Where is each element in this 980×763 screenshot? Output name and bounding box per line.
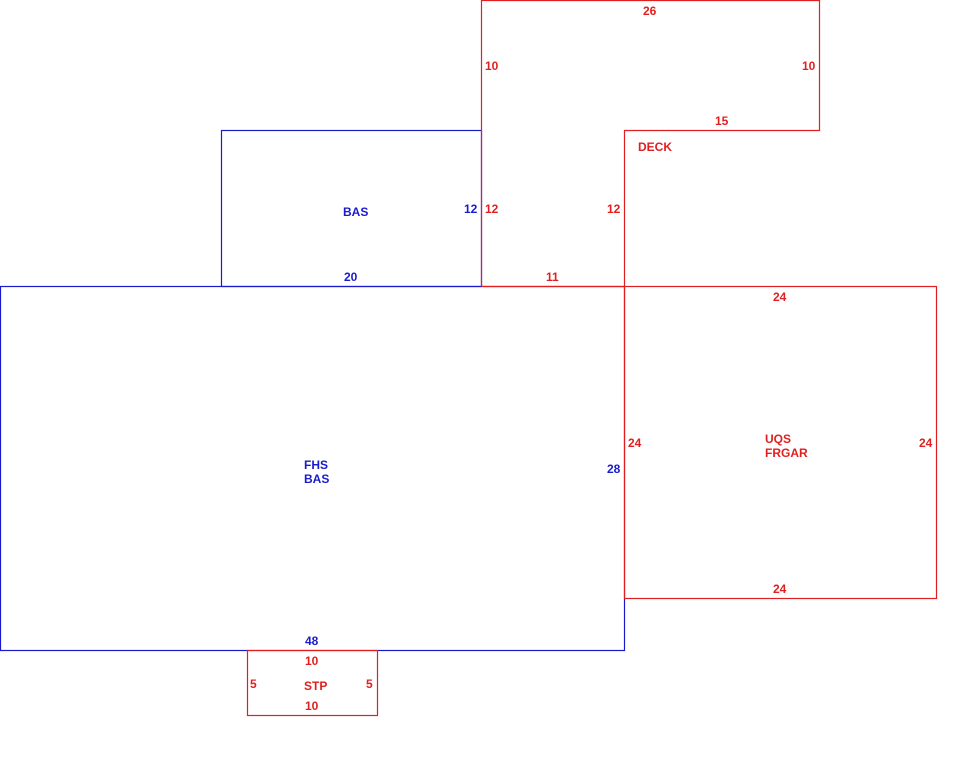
garage-right-dimension: 24: [919, 436, 933, 450]
main-right-dimension: 28: [607, 462, 621, 476]
garage-outline: [623, 285, 938, 600]
garage-bottom-dimension: 24: [773, 582, 787, 596]
deck-right-lower-dimension: 12: [607, 202, 621, 216]
stoop-bottom-dimension: 10: [305, 699, 319, 713]
garage-label-line1: UQS: [765, 432, 791, 446]
deck-left-upper-dimension: 10: [485, 59, 499, 73]
garage-left-dimension: 24: [628, 436, 642, 450]
deck-left-lower-dimension: 12: [485, 202, 499, 216]
main-label-line1: FHS: [304, 458, 328, 472]
garage-top-dimension: 24: [773, 290, 787, 304]
deck-label: DECK: [638, 140, 672, 154]
deck-inner-top-dimension: 15: [715, 114, 729, 128]
stoop-top-dimension: 10: [305, 654, 319, 668]
deck-outline: [480, 0, 821, 287]
main-bottom-dimension: 48: [305, 634, 319, 648]
deck-top-dimension: 26: [643, 4, 657, 18]
stoop-area: [246, 649, 379, 717]
deck-area: [480, 0, 821, 288]
deck-bottom-dimension: 11: [546, 270, 559, 284]
main-label-line2: BAS: [304, 472, 329, 486]
deck-right-upper-dimension: 10: [802, 59, 816, 73]
stoop-label: STP: [304, 679, 327, 693]
stoop-right-dimension: 5: [366, 677, 373, 691]
bas-upper-bottom-dimension: 20: [344, 270, 358, 284]
bas-upper-right-dimension: 12: [464, 202, 478, 216]
stoop-outline: [246, 649, 379, 717]
stoop-left-dimension: 5: [250, 677, 257, 691]
bas-upper-label: BAS: [343, 205, 368, 219]
garage-label-line2: FRGAR: [765, 446, 808, 460]
garage-area: [623, 285, 938, 600]
